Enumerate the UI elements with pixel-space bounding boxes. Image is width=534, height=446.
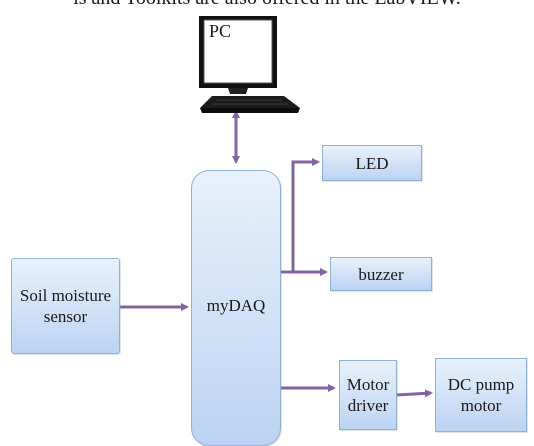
led-block: LED	[322, 145, 422, 181]
pc-label: PC	[209, 21, 232, 41]
soil-sensor-label-line2: sensor	[43, 307, 88, 326]
soil-sensor-label-line1: Soil moisture	[19, 286, 112, 305]
motor-driver-label-line2: driver	[347, 396, 389, 415]
buzzer-block: buzzer	[330, 257, 432, 291]
motor-driver-block: Motor driver	[339, 360, 397, 430]
pc-monitor-icon	[199, 16, 300, 113]
dc-pump-label-line1: DC pump	[447, 375, 515, 394]
dc-pump-label-line2: motor	[460, 396, 502, 415]
arrow-mydaq-led	[280, 158, 320, 274]
soil-moisture-sensor-block: Soil moisture sensor	[11, 258, 120, 354]
motor-driver-label-line1: Motor	[346, 375, 390, 394]
header-text-fragment: is and Toolkits are also offered in the …	[0, 0, 534, 10]
dc-pump-motor-block: DC pump motor	[435, 358, 527, 432]
buzzer-label: buzzer	[358, 264, 404, 284]
arrow-motordriver-dcpump	[396, 389, 433, 398]
mydaq-label: myDAQ	[206, 295, 266, 315]
led-label: LED	[355, 153, 389, 173]
mydaq-block: myDAQ	[191, 170, 281, 446]
